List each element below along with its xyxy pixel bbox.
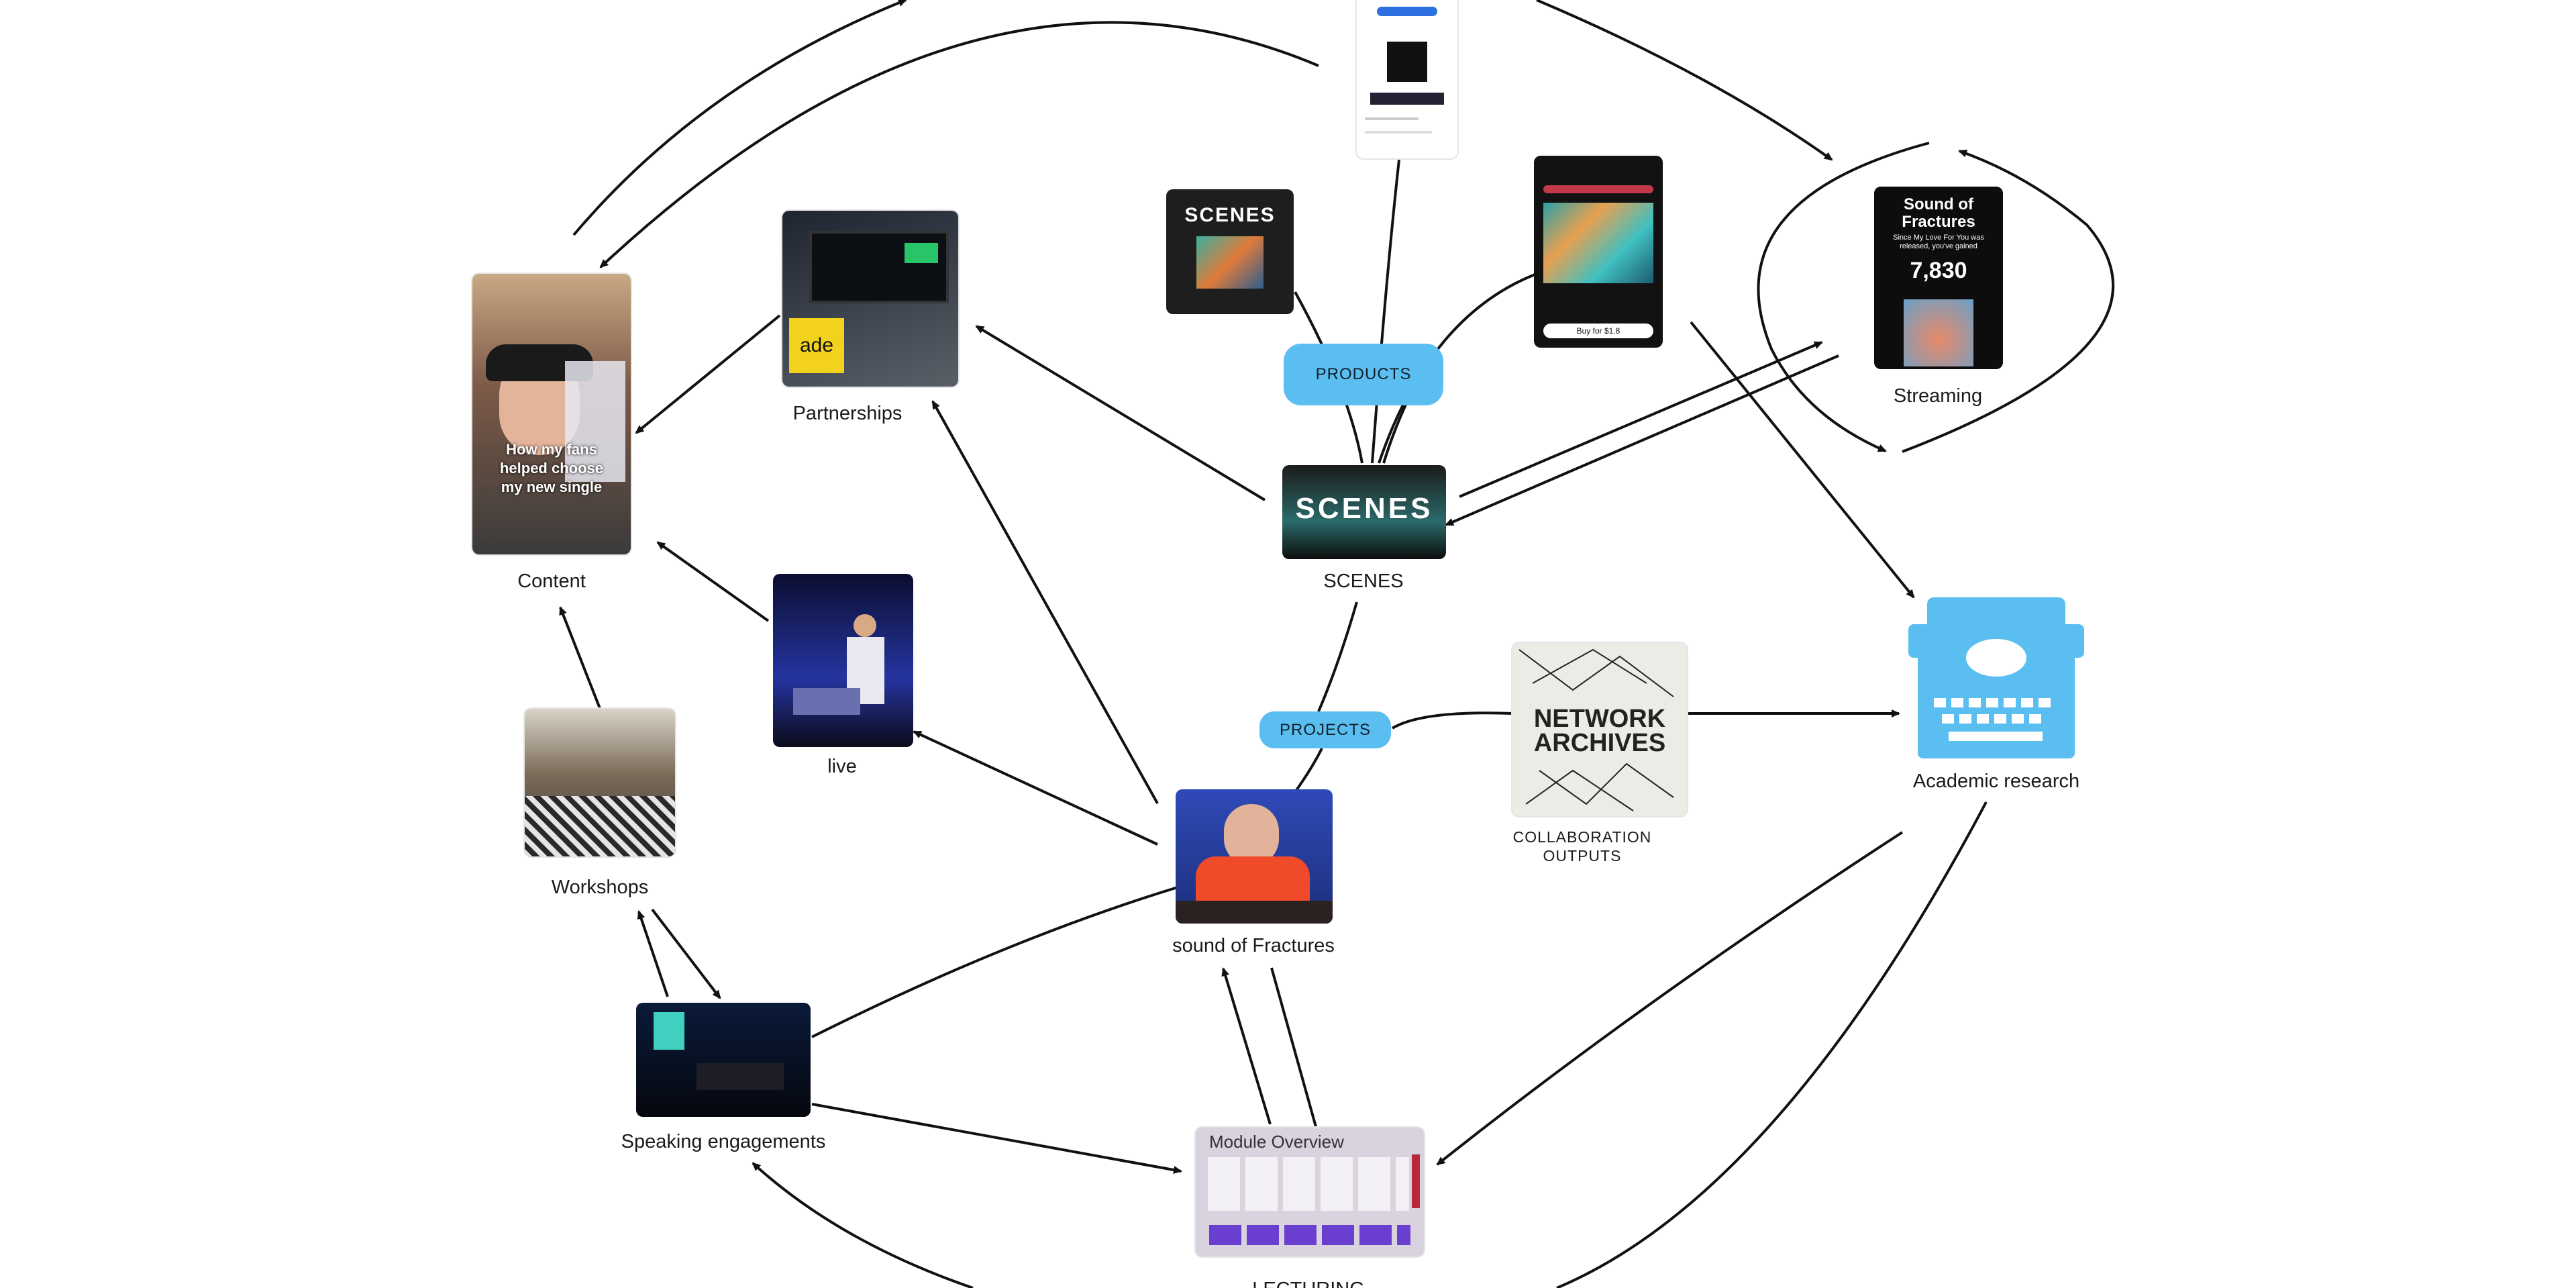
top-product-screen [1357,0,1457,158]
edge-speaking-to-sound [811,886,1178,1038]
edge-scenes-to-partnerships [975,325,1266,501]
buy-button: Buy for $1.8 [1543,324,1653,338]
partnerships-card: ade [782,211,958,387]
edge-academic-to-lecturing [1436,831,1904,1166]
edge-top-to-content [599,21,1319,268]
edge-academic-to-speaking [1556,801,1988,1288]
edge-products-to-academic [1690,321,1915,599]
collab-line-2: OUTPUTS [1543,847,1622,864]
edge-workshops-to-speaking [651,908,721,999]
edge-bottom-to-speaking [752,1162,974,1288]
collab-line-1: COLLABORATION [1512,828,1652,846]
products-pill: PRODUCTS [1284,344,1443,405]
speaking-label: Speaking engagements [621,1131,826,1152]
edge-streaming-loop-left [1757,142,1930,452]
partnerships-label: Partnerships [792,403,903,424]
content-label: Content [517,571,586,592]
network-archives-card: NETWORK ARCHIVES [1512,643,1687,816]
edge-streaming-to-scenes [1445,354,1839,526]
live-label: live [827,756,857,777]
scenes-card: SCENES [1282,465,1446,559]
lecturing-card: Module Overview [1196,1128,1424,1256]
edge-scenes-to-projects [1317,601,1358,712]
live-card [773,574,913,747]
streaming-subtitle: Since My Love For You was released, you'… [1893,234,1984,250]
edge-speaking-to-workshops [637,910,669,997]
edge-sound-to-lecturing [1270,967,1321,1138]
edge-live-to-content [656,541,770,622]
edge-partnerships-to-content [635,314,781,434]
scenes-logo-small: SCENES [1184,204,1276,226]
streaming-count: 7,830 [1910,258,1967,283]
scenes-product-card: SCENES [1166,189,1294,314]
scenes-logo-main: SCENES [1295,492,1433,525]
edge-top-to-streaming [1536,0,1833,161]
scenes-label: SCENES [1323,571,1404,592]
content-card: How my fans helped choose my new single [472,274,631,554]
edge-lecturing-to-sound [1221,967,1272,1125]
sound-of-fractures-card [1176,789,1333,924]
academic-label: Academic research [1912,771,2080,792]
network-title-line2: ARCHIVES [1533,729,1666,757]
edge-workshops-to-content [559,606,602,711]
content-caption: How my fans helped choose my new single [499,441,604,495]
edge-projects-to-sound [1294,748,1323,793]
network-title-line1: NETWORK [1533,705,1666,733]
workshops-label: Workshops [551,877,649,898]
module-overview-title: Module Overview [1209,1132,1344,1152]
streaming-label: Streaming [1893,385,1983,407]
speaking-card [636,1003,811,1117]
edge-streaming-loop-right [1902,149,2114,453]
streaming-card: Sound of Fractures Since My Love For You… [1874,187,2003,369]
sound-of-fractures-label: sound of Fractures [1172,935,1335,956]
edge-content-to-top [572,0,907,236]
edge-sound-to-live [913,730,1158,846]
edge-scenes-products-2 [1371,159,1400,464]
edge-projects-to-network [1391,711,1514,730]
scenes-app-screen: Buy for $1.8 [1534,156,1663,348]
edge-speaking-to-lecturing [811,1103,1182,1174]
ade-logo: ade [789,318,844,373]
typewriter-icon [1908,597,2084,762]
edge-scenes-products-3 [1378,273,1537,464]
workshops-card [525,709,675,856]
edge-sound-to-partnerships [931,400,1159,804]
edge-scenes-to-streaming [1459,341,1823,498]
projects-pill: PROJECTS [1259,711,1391,748]
streaming-title: Sound of Fractures [1902,195,1975,231]
lecturing-label: LECTURING [1252,1279,1365,1288]
collaboration-outputs-label: COLLABORATION OUTPUTS [1513,828,1652,865]
